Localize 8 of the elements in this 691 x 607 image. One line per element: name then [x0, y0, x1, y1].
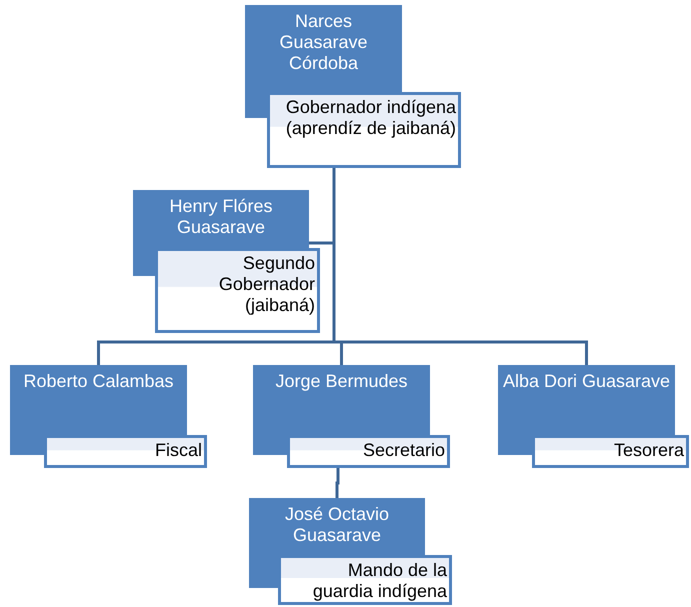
role-box: Segundo Gobernador (jaibaná): [155, 248, 320, 333]
connector-line: [332, 168, 588, 365]
role-box: Gobernador indígena (aprendíz de jaibaná): [267, 92, 461, 168]
role-box: Tesorera: [532, 435, 689, 468]
role-box: Secretario: [287, 435, 450, 468]
role-box: Mando de la guardia indígena: [278, 555, 452, 605]
connector-line: [336, 468, 340, 498]
role-box: Fiscal: [44, 435, 207, 468]
